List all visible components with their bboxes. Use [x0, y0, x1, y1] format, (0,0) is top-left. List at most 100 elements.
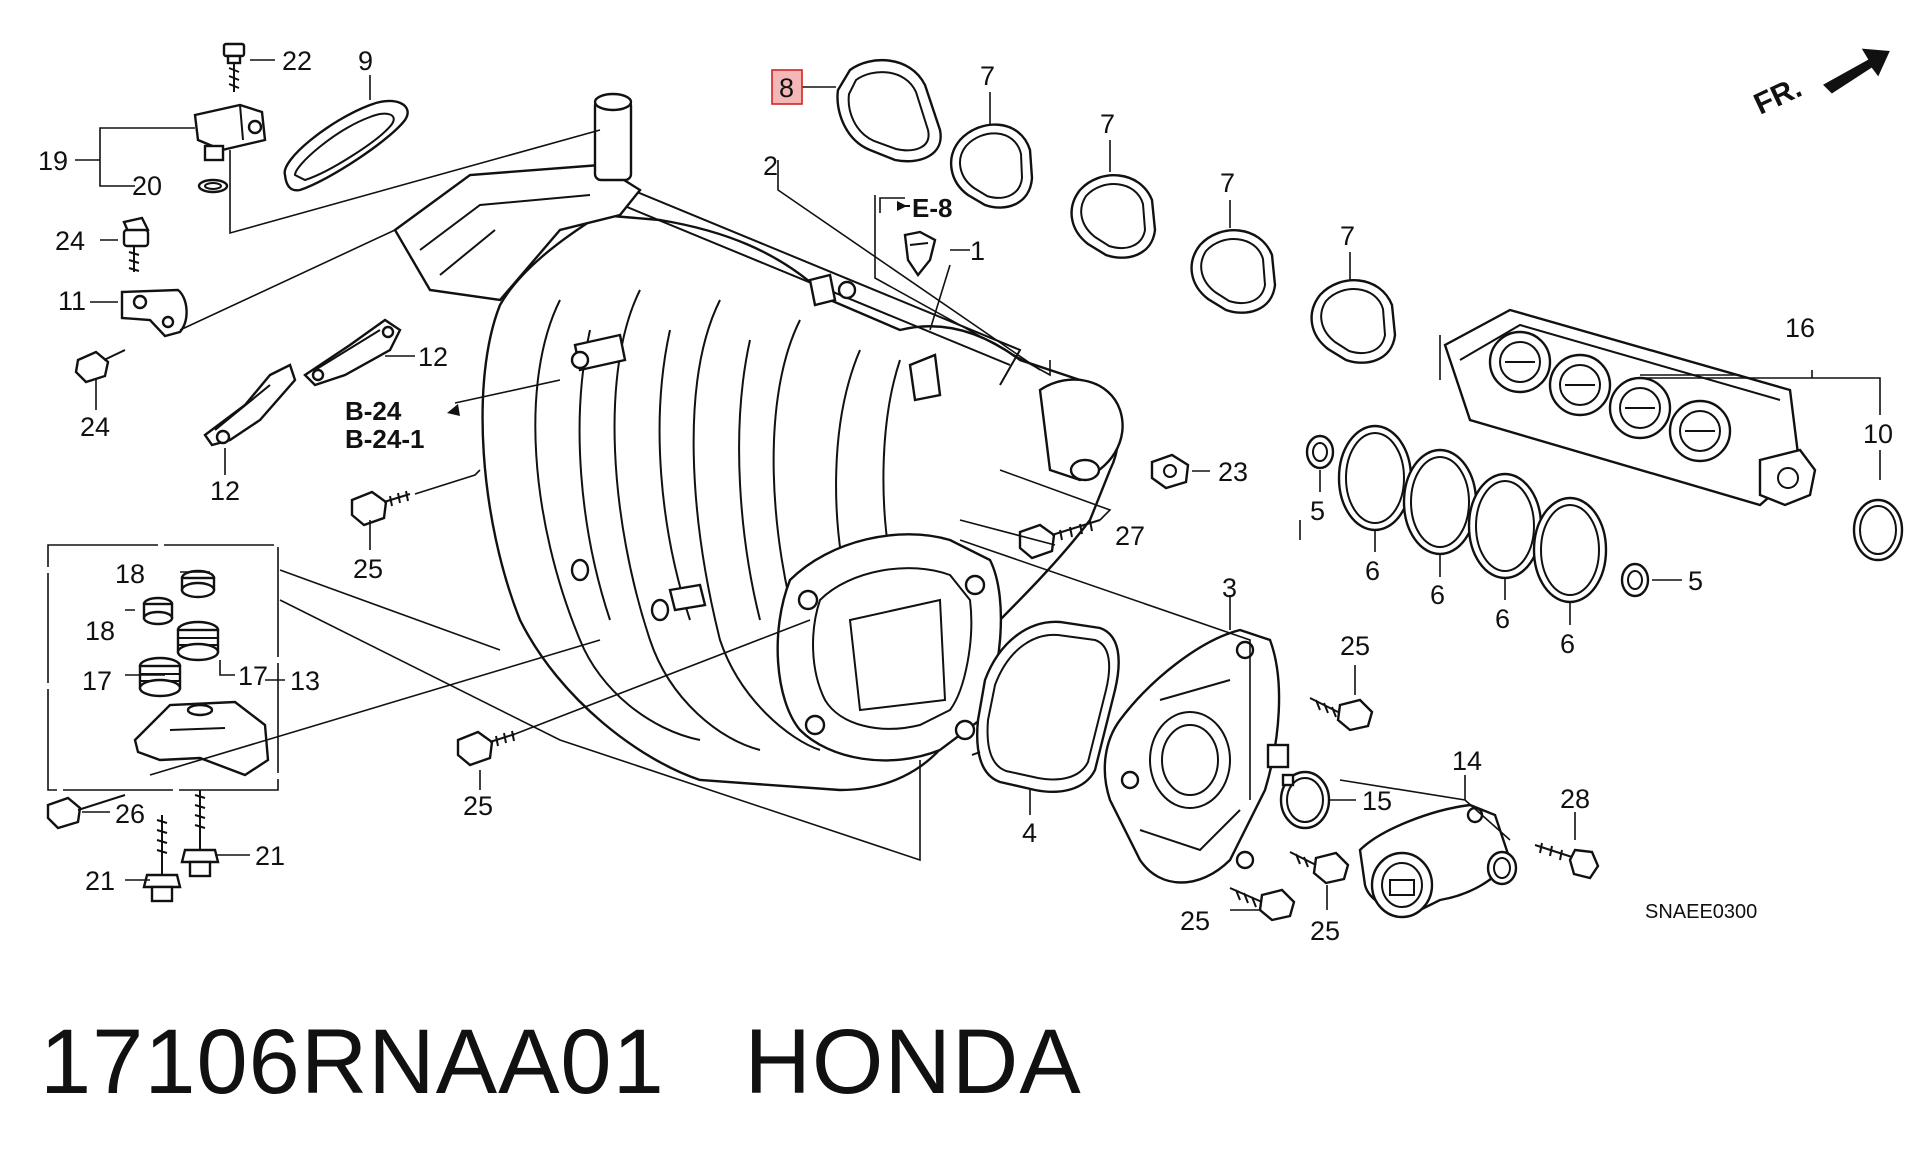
bolt-25-bottom-left[interactable]	[1229, 887, 1296, 922]
gasket-6-c[interactable]	[1467, 472, 1543, 580]
gasket-9[interactable]	[283, 99, 409, 192]
label-22: 22	[282, 46, 312, 76]
part-labels: 22 9 8 7 7 7 7 2 1 19 20 24 11 24 12 12 …	[38, 46, 1893, 946]
o-ring-20[interactable]	[197, 178, 229, 194]
sensor-19[interactable]	[193, 103, 267, 162]
label-5-right: 5	[1688, 566, 1703, 596]
section-references: E-8 B-24 B-24-1	[345, 193, 952, 454]
throttle-body-plate-3[interactable]	[1103, 628, 1290, 884]
label-8: 8	[779, 73, 794, 103]
washer-18-upper[interactable]	[180, 569, 216, 599]
label-3: 3	[1222, 573, 1237, 603]
stud-21-right[interactable]	[180, 790, 220, 878]
label-1: 1	[970, 236, 985, 266]
label-25-left-upper: 25	[353, 554, 383, 584]
label-6d: 6	[1560, 629, 1575, 659]
label-7c: 7	[1220, 168, 1235, 198]
label-25-bottom-right: 25	[1310, 916, 1340, 946]
bolt-26[interactable]	[46, 794, 126, 830]
clip-12-lower[interactable]	[203, 363, 297, 447]
highlight-box-part-8	[771, 69, 803, 105]
label-2: 2	[763, 151, 778, 181]
gasket-7-c[interactable]	[1190, 229, 1277, 314]
label-17-right: 17	[238, 661, 268, 691]
stud-21-left[interactable]	[142, 815, 182, 903]
label-6b: 6	[1430, 580, 1445, 610]
label-21-right: 21	[255, 841, 285, 871]
label-21-left: 21	[85, 866, 115, 896]
label-24-lower: 24	[80, 412, 110, 442]
clip-12-upper[interactable]	[303, 318, 402, 387]
label-25-left-lower: 25	[463, 791, 493, 821]
label-6c: 6	[1495, 604, 1510, 634]
label-25-bottom-left: 25	[1180, 906, 1210, 936]
label-24-upper: 24	[55, 226, 85, 256]
gasket-4[interactable]	[971, 620, 1120, 793]
gasket-6-a[interactable]	[1337, 424, 1413, 532]
clip-5-right[interactable]	[1620, 562, 1650, 598]
bolt-24-lower[interactable]	[74, 349, 126, 384]
label-9: 9	[358, 46, 373, 76]
gasket-6-d[interactable]	[1532, 496, 1608, 604]
label-23: 23	[1218, 457, 1248, 487]
clamp-15[interactable]	[1279, 770, 1331, 830]
label-4: 4	[1022, 818, 1037, 848]
intake-manifold-body[interactable]	[393, 92, 1124, 792]
label-28: 28	[1560, 784, 1590, 814]
o-ring-10[interactable]	[1852, 498, 1904, 562]
kit-box-13	[47, 544, 279, 791]
label-18-upper: 18	[115, 559, 145, 589]
part-caption: 17106RNAA01 HONDA	[40, 1010, 1082, 1115]
brand-name: HONDA	[744, 1011, 1082, 1113]
diagram-code: SNAEE0300	[1645, 901, 1757, 923]
label-7d: 7	[1340, 221, 1355, 251]
clip-5-left[interactable]	[1305, 434, 1335, 470]
bolt-25-bottom-right[interactable]	[1289, 851, 1350, 885]
label-12-upper: 12	[418, 342, 448, 372]
grommet-17-right[interactable]	[176, 620, 220, 662]
bolt-28[interactable]	[1534, 842, 1600, 880]
gasket-7-a[interactable]	[950, 123, 1034, 209]
washer-18-lower[interactable]	[142, 596, 174, 626]
bolt-25-left-lower[interactable]	[456, 730, 516, 767]
bolt-27[interactable]	[1018, 519, 1101, 560]
label-11: 11	[58, 286, 86, 316]
bolt-25-left-upper[interactable]	[350, 490, 411, 527]
ref-b24: B-24	[345, 396, 402, 426]
bracket-13[interactable]	[133, 700, 270, 777]
label-27: 27	[1115, 521, 1145, 551]
label-15: 15	[1362, 786, 1392, 816]
gasket-8[interactable]	[836, 58, 942, 163]
clip-1[interactable]	[903, 230, 937, 278]
label-16: 16	[1785, 313, 1815, 343]
runner-valve-assembly-16[interactable]	[1443, 308, 1817, 507]
nut-23[interactable]	[1150, 453, 1190, 490]
fitting-14[interactable]	[1358, 803, 1518, 919]
label-5-left: 5	[1310, 496, 1325, 526]
bolt-24-upper[interactable]	[122, 216, 150, 272]
bracket-11[interactable]	[120, 288, 188, 338]
grommet-17-left[interactable]	[138, 656, 182, 698]
front-label: FR.	[1749, 71, 1807, 121]
label-19: 19	[38, 146, 68, 176]
gasket-6-b[interactable]	[1402, 448, 1478, 556]
gasket-7-b[interactable]	[1070, 174, 1157, 259]
label-26: 26	[115, 799, 145, 829]
label-20: 20	[132, 171, 162, 201]
bolt-22[interactable]	[222, 42, 246, 92]
gasket-7-d[interactable]	[1310, 279, 1397, 364]
label-6a: 6	[1365, 556, 1380, 586]
front-direction-arrow	[1823, 48, 1890, 94]
label-18-lower: 18	[85, 616, 115, 646]
ref-e8: E-8	[912, 193, 952, 223]
bolt-25-right[interactable]	[1309, 697, 1374, 732]
label-14: 14	[1452, 746, 1482, 776]
label-17-left: 17	[82, 666, 112, 696]
ref-b24-1: B-24-1	[345, 424, 424, 454]
label-13: 13	[290, 666, 320, 696]
label-25-right: 25	[1340, 631, 1370, 661]
label-12-lower: 12	[210, 476, 240, 506]
label-10: 10	[1863, 419, 1893, 449]
leader-lines	[75, 59, 1881, 911]
